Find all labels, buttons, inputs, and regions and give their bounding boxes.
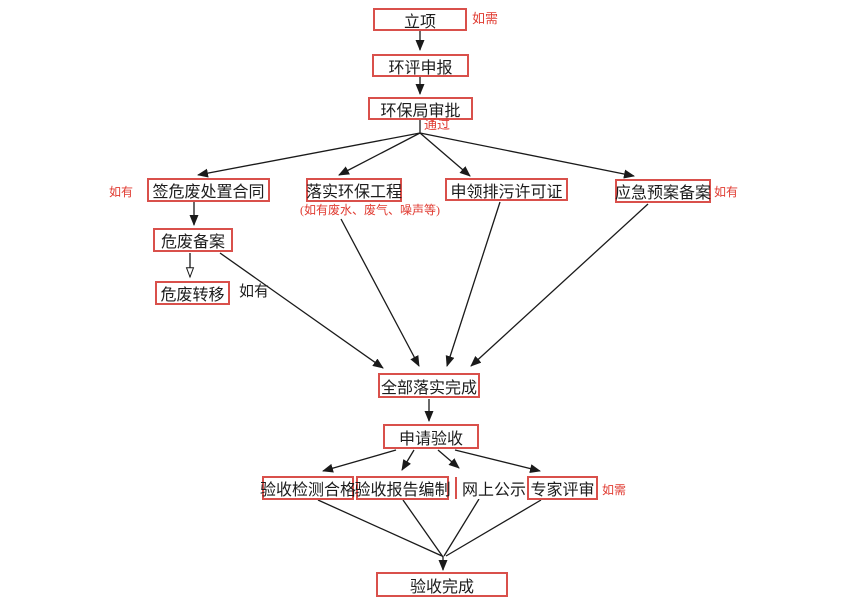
node-apply-acceptance: 申请验收 <box>383 424 479 449</box>
node-discharge-permit: 申领排污许可证 <box>445 178 568 201</box>
node-acceptance-report: 验收报告编制 <box>355 476 451 500</box>
label-env-engineering-note: (如有废水、废气、噪声等) <box>300 203 440 217</box>
arrow-apply-to-test <box>322 449 397 473</box>
line-publicity-to-complete <box>443 498 480 557</box>
line-report-to-complete <box>402 499 444 558</box>
label-passed: 通过 <box>424 117 451 132</box>
arrow-filing-to-all-implemented <box>219 252 384 369</box>
label-if-any-right: 如有 <box>714 185 739 199</box>
node-hazwaste-contract: 签危废处置合同 <box>147 178 270 202</box>
arrow-to-discharge-permit <box>419 132 471 177</box>
node-project-initiation: 立项 <box>373 8 467 31</box>
arrow-permit-to-all-implemented <box>445 201 501 367</box>
arrow-engineering-to-all-implemented <box>340 218 420 367</box>
node-env-engineering: 落实环保工程 <box>306 178 402 202</box>
arrow-apply-to-publicity <box>437 449 460 469</box>
arrow-apply-to-expert <box>454 449 541 473</box>
label-if-needed-top: 如需 <box>472 11 499 26</box>
label-if-needed-bottom: 如需 <box>602 483 627 497</box>
arrow-apply-to-report <box>401 449 415 471</box>
label-if-any-left: 如有 <box>109 185 134 199</box>
node-hazwaste-transfer: 危废转移 <box>155 281 230 305</box>
line-expert-to-complete <box>445 499 542 557</box>
label-if-any-transfer: 如有 <box>239 284 270 300</box>
node-eia-declaration: 环评申报 <box>372 54 469 77</box>
node-online-publicity: 网上公示 <box>455 477 526 499</box>
arrow-to-hazwaste-contract <box>197 132 421 178</box>
node-epb-approval: 环保局审批 <box>368 97 473 120</box>
node-hazwaste-filing: 危废备案 <box>153 228 233 252</box>
node-emergency-plan-filing: 应急预案备案 <box>615 179 711 203</box>
arrow-to-emergency-plan <box>419 132 635 179</box>
arrow-to-env-engineering <box>338 132 421 176</box>
node-all-implemented: 全部落实完成 <box>378 373 480 398</box>
arrow-emergency-to-all-implemented <box>470 203 649 367</box>
node-acceptance-test-pass: 验收检测合格 <box>260 476 356 500</box>
line-test-to-complete <box>317 499 443 557</box>
node-acceptance-complete: 验收完成 <box>376 572 508 597</box>
node-expert-review: 专家评审 <box>527 476 598 500</box>
